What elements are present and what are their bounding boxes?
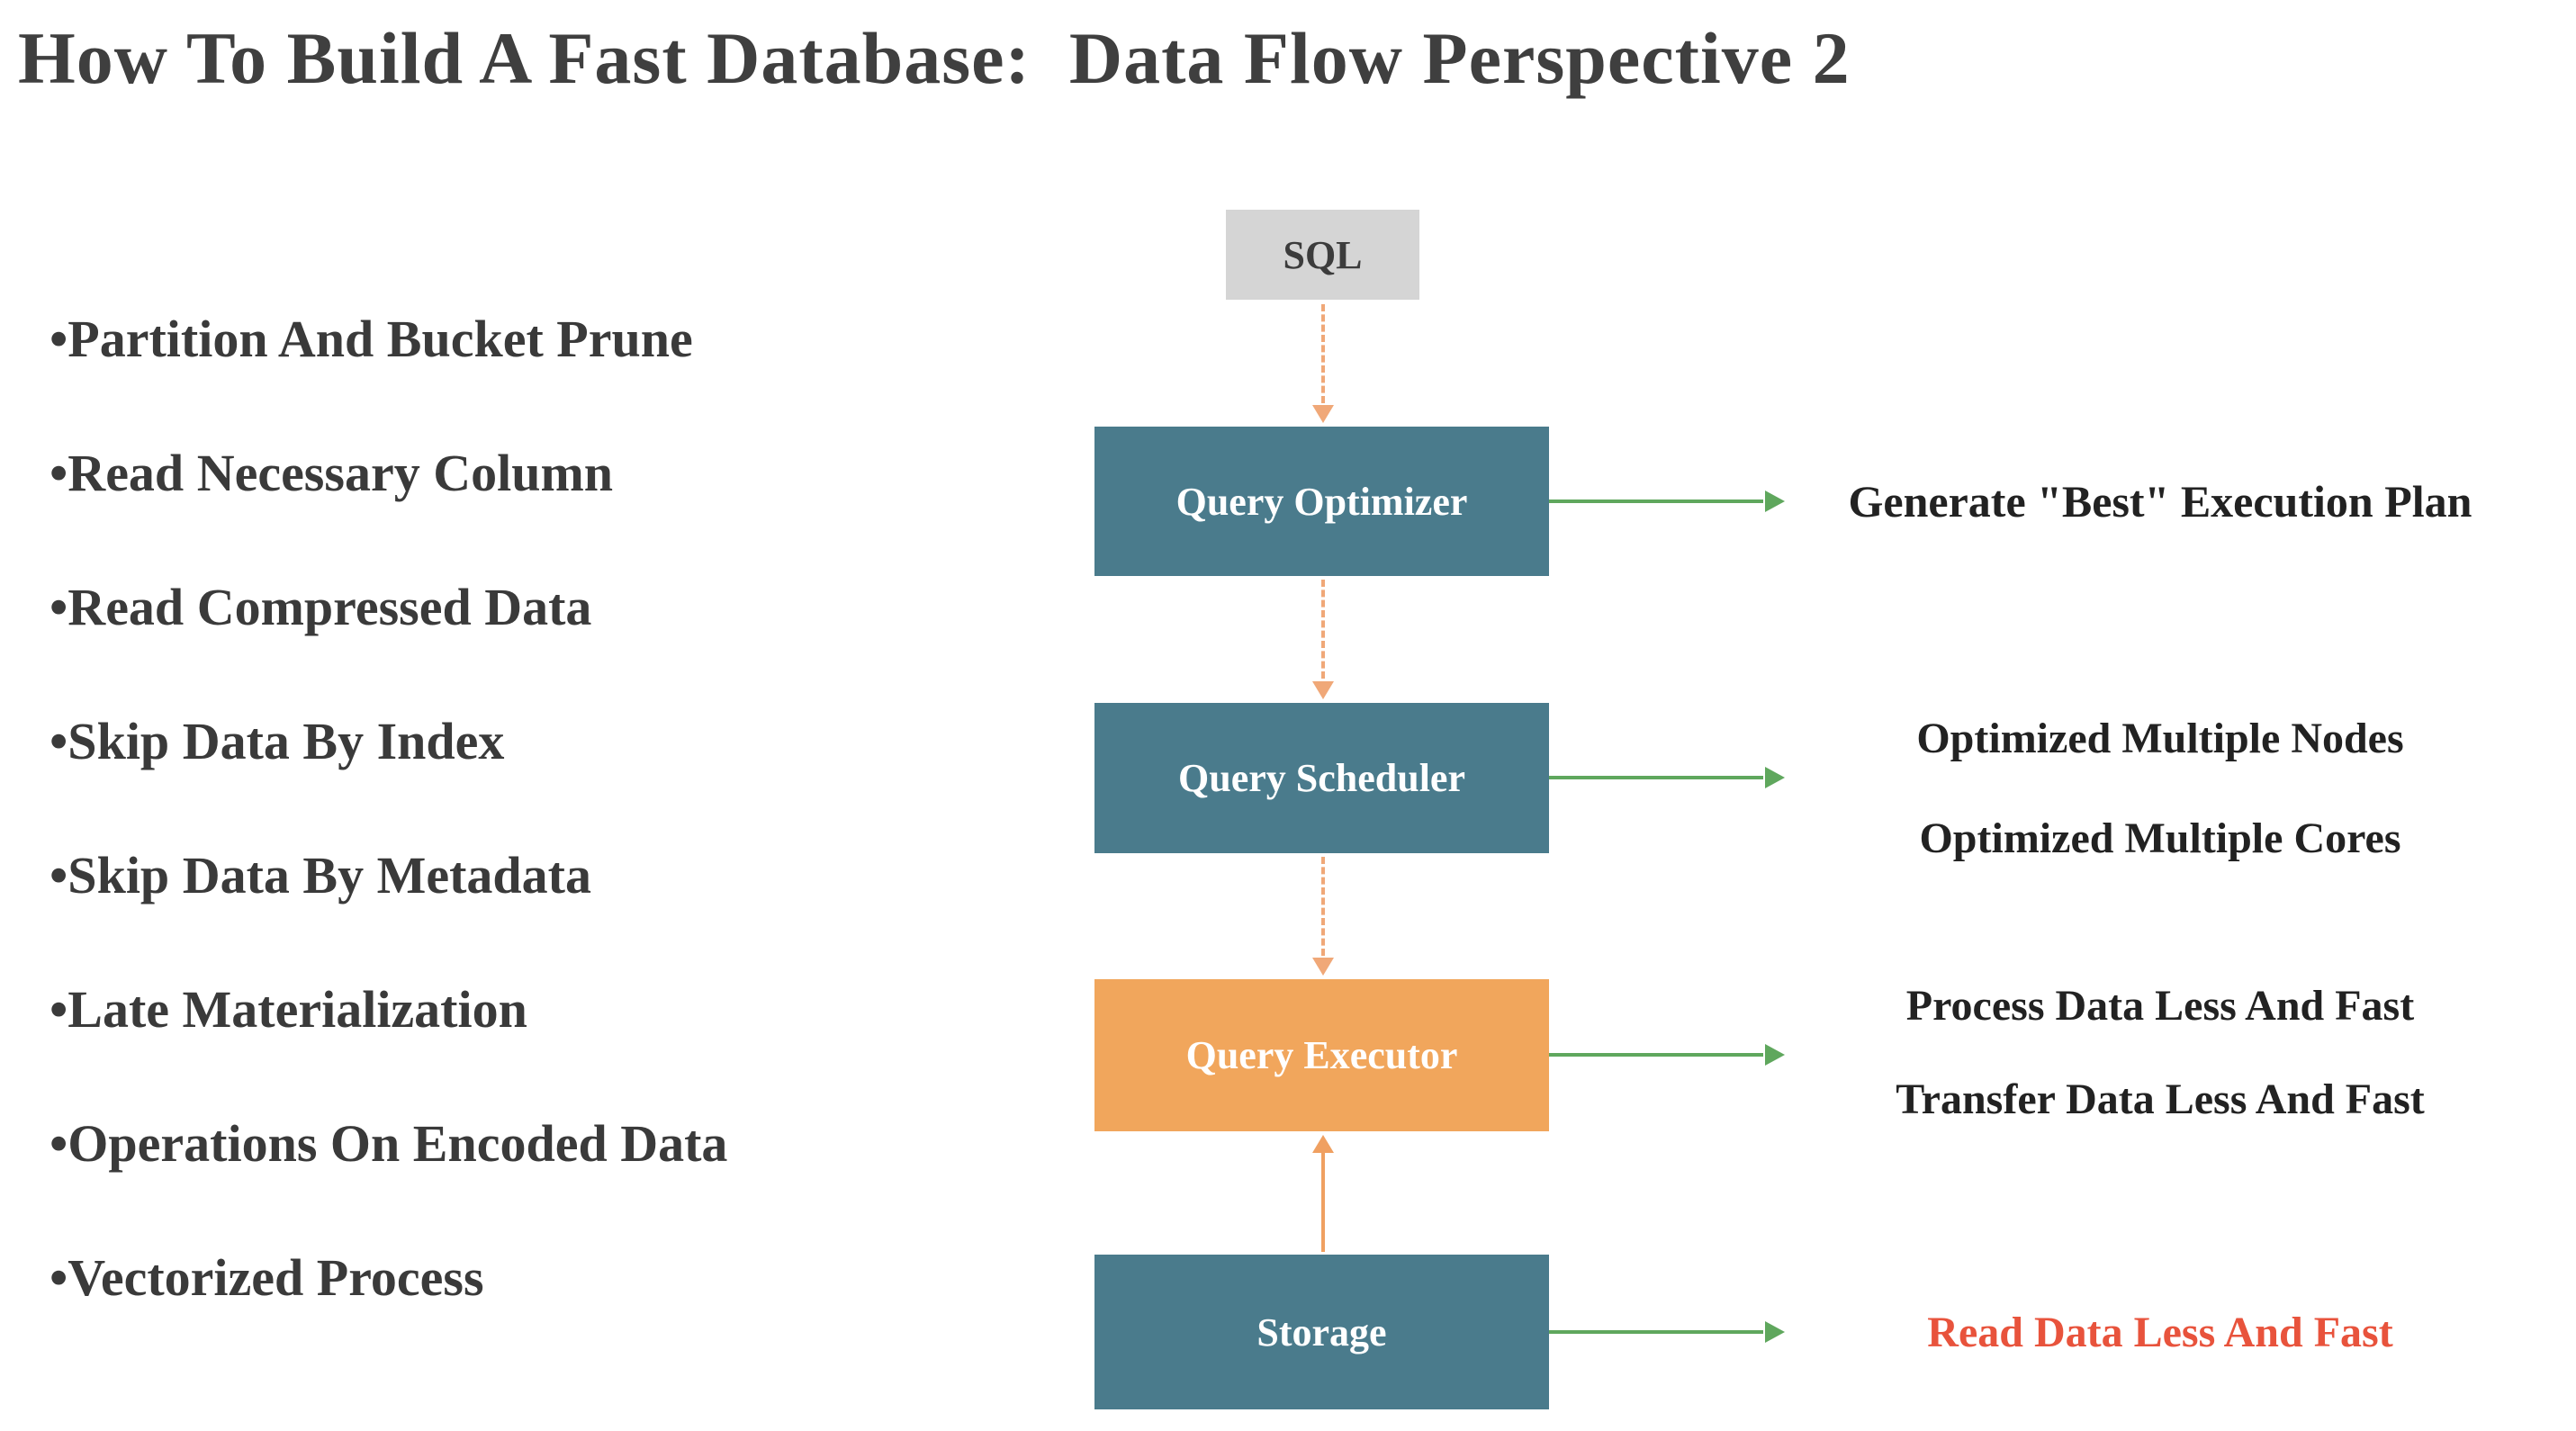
arrow-shaft — [1321, 1151, 1325, 1252]
node-query-optimizer: Query Optimizer — [1094, 427, 1549, 576]
flow-arrow-sql-to-optimizer — [1312, 304, 1334, 423]
arrow-shaft — [1321, 304, 1325, 403]
arrow-head-right-icon — [1765, 1321, 1785, 1343]
arrow-head-down-icon — [1312, 958, 1334, 976]
bullet-partition-prune: •Partition And Bucket Prune — [50, 310, 693, 368]
annotation-line: Generate "Best" Execution Plan — [1848, 476, 2472, 526]
node-query-executor: Query Executor — [1094, 979, 1549, 1131]
arrow-shaft — [1549, 500, 1763, 503]
arrow-shaft — [1549, 1330, 1763, 1334]
bullet-vectorized-process: •Vectorized Process — [50, 1248, 484, 1307]
flow-arrow-optimizer-to-scheduler — [1312, 580, 1334, 699]
arrow-head-right-icon — [1765, 767, 1785, 788]
arrow-optimizer-to-annotation — [1549, 490, 1785, 512]
feature-bullet-list: •Partition And Bucket Prune •Read Necess… — [50, 272, 727, 1345]
arrow-shaft — [1321, 857, 1325, 956]
bullet-read-necessary-column: •Read Necessary Column — [50, 444, 614, 502]
arrow-shaft — [1321, 580, 1325, 679]
arrow-head-down-icon — [1312, 405, 1334, 423]
arrow-storage-to-annotation — [1549, 1321, 1785, 1343]
bullet-late-materialization: •Late Materialization — [50, 980, 527, 1039]
bullet-operations-encoded: •Operations On Encoded Data — [50, 1114, 728, 1173]
bullet-read-compressed-data: •Read Compressed Data — [50, 578, 592, 636]
annotation-executor: Process Data Less And Fast Transfer Data… — [1791, 959, 2529, 1147]
bullet-skip-data-by-metadata: •Skip Data By Metadata — [50, 846, 591, 904]
arrow-scheduler-to-annotation — [1549, 767, 1785, 788]
arrow-head-up-icon — [1312, 1135, 1334, 1153]
node-query-scheduler: Query Scheduler — [1094, 703, 1549, 853]
annotation-line: Process Data Less And Fast — [1905, 982, 2415, 1030]
annotation-line: Optimized Multiple Nodes — [1916, 715, 2404, 762]
flow-arrow-scheduler-to-executor — [1312, 857, 1334, 976]
page-title: How To Build A Fast Database: Data Flow … — [18, 17, 1851, 99]
arrow-head-down-icon — [1312, 681, 1334, 699]
arrow-executor-to-annotation — [1549, 1044, 1785, 1066]
node-storage: Storage — [1094, 1255, 1549, 1409]
arrow-head-right-icon — [1765, 490, 1785, 512]
flow-arrow-storage-to-executor — [1312, 1135, 1334, 1252]
arrow-head-right-icon — [1765, 1044, 1785, 1066]
arrow-shaft — [1549, 1053, 1763, 1057]
annotation-line: Transfer Data Less And Fast — [1896, 1076, 2425, 1123]
annotation-line: Optimized Multiple Cores — [1919, 814, 2401, 862]
node-sql: SQL — [1226, 210, 1419, 300]
annotation-scheduler: Optimized Multiple Nodes Optimized Multi… — [1791, 688, 2529, 888]
arrow-shaft — [1549, 776, 1763, 779]
annotation-line: Read Data Less And Fast — [1927, 1309, 2393, 1356]
annotation-optimizer: Generate "Best" Execution Plan — [1791, 465, 2529, 537]
bullet-skip-data-by-index: •Skip Data By Index — [50, 712, 505, 770]
annotation-storage: Read Data Less And Fast — [1791, 1292, 2529, 1373]
